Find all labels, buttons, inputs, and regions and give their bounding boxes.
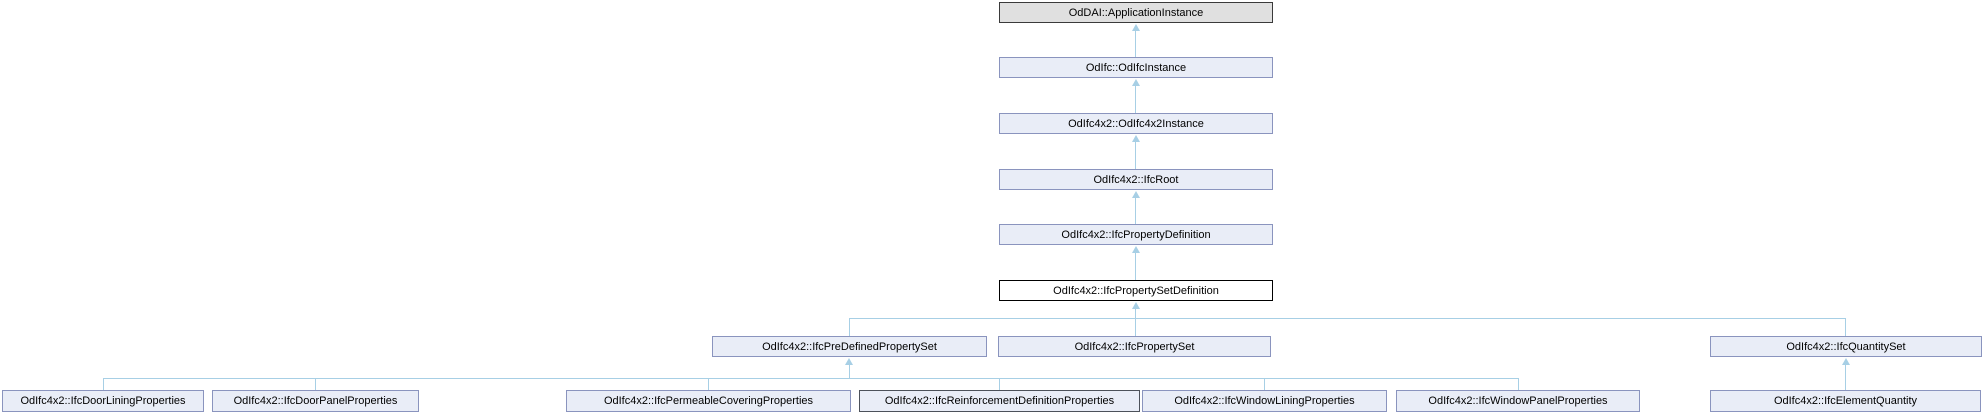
class-node-ifcpropertyset[interactable]: OdIfc4x2::IfcPropertySet <box>998 336 1271 357</box>
inheritance-arrow-icon <box>1132 24 1140 31</box>
inheritance-arrow-icon <box>1132 191 1140 198</box>
inheritance-edge <box>103 378 1519 379</box>
inheritance-edge <box>1135 31 1136 57</box>
class-node-ifcroot[interactable]: OdIfc4x2::IfcRoot <box>999 169 1273 190</box>
inheritance-arrow-icon <box>1132 246 1140 253</box>
class-node-ifcdoorliningproperties[interactable]: OdIfc4x2::IfcDoorLiningProperties <box>2 390 204 412</box>
inheritance-arrow-icon <box>1132 302 1140 309</box>
inheritance-edge <box>1845 365 1846 390</box>
inheritance-edge <box>1264 378 1265 390</box>
class-node-ifcelementquantity[interactable]: OdIfc4x2::IfcElementQuantity <box>1710 390 1981 412</box>
inheritance-arrow-icon <box>1132 79 1140 86</box>
inheritance-edge <box>1135 86 1136 113</box>
inheritance-arrow-icon <box>845 358 853 365</box>
class-node-ifcpropertydefinition[interactable]: OdIfc4x2::IfcPropertyDefinition <box>999 224 1273 245</box>
class-node-ifcpropertysetdefinition-current: OdIfc4x2::IfcPropertySetDefinition <box>999 280 1273 301</box>
inheritance-arrow-icon <box>1132 135 1140 142</box>
inheritance-edge <box>1135 309 1136 336</box>
class-node-ifcwindowliningproperties[interactable]: OdIfc4x2::IfcWindowLiningProperties <box>1142 390 1387 412</box>
inheritance-edge <box>1845 318 1846 336</box>
inheritance-edge <box>849 318 850 336</box>
inheritance-edge <box>1135 142 1136 169</box>
inheritance-edge <box>1135 198 1136 224</box>
inheritance-edge <box>103 378 104 390</box>
class-node-ifcquantityset[interactable]: OdIfc4x2::IfcQuantitySet <box>1710 336 1982 357</box>
inheritance-edge <box>849 318 1846 319</box>
class-node-odifc-odifcinstance[interactable]: OdIfc::OdIfcInstance <box>999 57 1273 78</box>
inheritance-edge <box>1135 253 1136 280</box>
class-node-ifcwindowpanelproperties[interactable]: OdIfc4x2::IfcWindowPanelProperties <box>1396 390 1640 412</box>
class-node-ifcreinforcementdefinitionproperties[interactable]: OdIfc4x2::IfcReinforcementDefinitionProp… <box>859 390 1140 412</box>
class-node-ifcdoorpanelproperties[interactable]: OdIfc4x2::IfcDoorPanelProperties <box>212 390 419 412</box>
class-node-ifcpermeablecoveringproperties[interactable]: OdIfc4x2::IfcPermeableCoveringProperties <box>566 390 851 412</box>
inheritance-arrow-icon <box>1842 358 1850 365</box>
class-node-ifcpredefinedpropertyset[interactable]: OdIfc4x2::IfcPreDefinedPropertySet <box>712 336 987 357</box>
class-node-odifc4x2-odifc4x2instance[interactable]: OdIfc4x2::OdIfc4x2Instance <box>999 113 1273 134</box>
inheritance-edge <box>708 378 709 390</box>
inheritance-edge <box>999 378 1000 390</box>
inheritance-edge <box>315 378 316 390</box>
inheritance-edge <box>1518 378 1519 390</box>
inheritance-edge <box>849 365 850 378</box>
class-node-oddai-applicationinstance[interactable]: OdDAI::ApplicationInstance <box>999 2 1273 23</box>
